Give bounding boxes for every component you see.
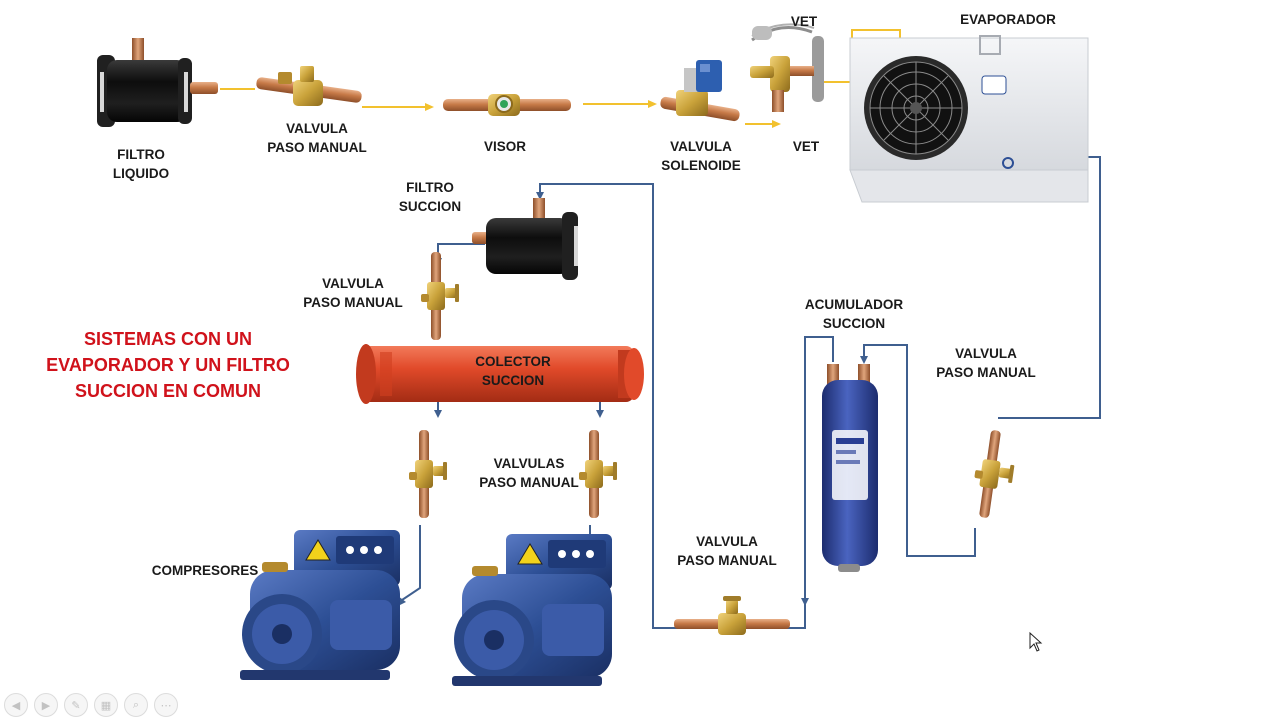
valvula-paso-manual-top-component (256, 66, 362, 106)
valvula-paso-manual-right-component (969, 428, 1019, 521)
label-visor: VISOR (483, 139, 526, 154)
filtro-liquido-component (97, 38, 218, 127)
compresor-2-component (452, 534, 612, 686)
title-line-1: SISTEMAS CON UN (83, 329, 252, 349)
valvula-solenoide-component (660, 60, 740, 122)
label-valvula-paso-manual-filter: VALVULA PASO MANUAL (303, 276, 403, 310)
slideshow-toolbar: ◀ ▶ ✎ ▦ ⌕ ⋯ (4, 693, 178, 717)
label-vet-bottom: VET (792, 139, 820, 154)
more-icon[interactable]: ⋯ (154, 693, 178, 717)
compresor-1-component (240, 530, 400, 680)
label-evaporador: EVAPORADOR (960, 12, 1056, 27)
label-compresores: COMPRESORES (151, 563, 259, 578)
visor-component (443, 94, 571, 116)
label-valvula-paso-manual-right: VALVULA PASO MANUAL (936, 346, 1036, 380)
title-line-3: SUCCION EN COMUN (74, 381, 261, 401)
valvula-paso-manual-filter-component (421, 252, 459, 340)
label-vet-top: VET (790, 14, 818, 29)
mouse-cursor-icon (1029, 631, 1043, 652)
next-icon[interactable]: ▶ (34, 693, 58, 717)
acumulador-succion-component (822, 364, 878, 572)
zoom-icon[interactable]: ⌕ (124, 693, 148, 717)
diagram-title: SISTEMAS CON UN EVAPORADOR Y UN FILTRO S… (40, 326, 296, 404)
title-line-2: EVAPORADOR Y UN FILTRO (46, 355, 290, 375)
liquid-line (220, 29, 904, 128)
vet-component (750, 23, 824, 112)
valvula-paso-manual-bottom-component (674, 596, 790, 635)
filtro-succion-component (472, 198, 578, 280)
label-valvula-solenoide: VALVULA SOLENOIDE (661, 139, 741, 173)
label-valvula-paso-manual-top: VALVULA PASO MANUAL (267, 121, 367, 155)
pen-icon[interactable]: ✎ (64, 693, 88, 717)
label-valvula-paso-manual-bottom: VALVULA PASO MANUAL (677, 534, 777, 568)
colector-succion-component (356, 344, 644, 404)
prev-icon[interactable]: ◀ (4, 693, 28, 717)
label-colector-succion: COLECTOR SUCCION (475, 354, 551, 388)
label-valvulas-paso-manual: VALVULAS PASO MANUAL (479, 456, 579, 490)
label-filtro-succion: FILTRO SUCCION (398, 180, 462, 214)
label-filtro-liquido: FILTRO LIQUIDO (112, 147, 170, 181)
evaporador-component (849, 35, 1089, 203)
slides-icon[interactable]: ▦ (94, 693, 118, 717)
label-acumulador-succion: ACUMULADOR SUCCION (804, 297, 904, 331)
